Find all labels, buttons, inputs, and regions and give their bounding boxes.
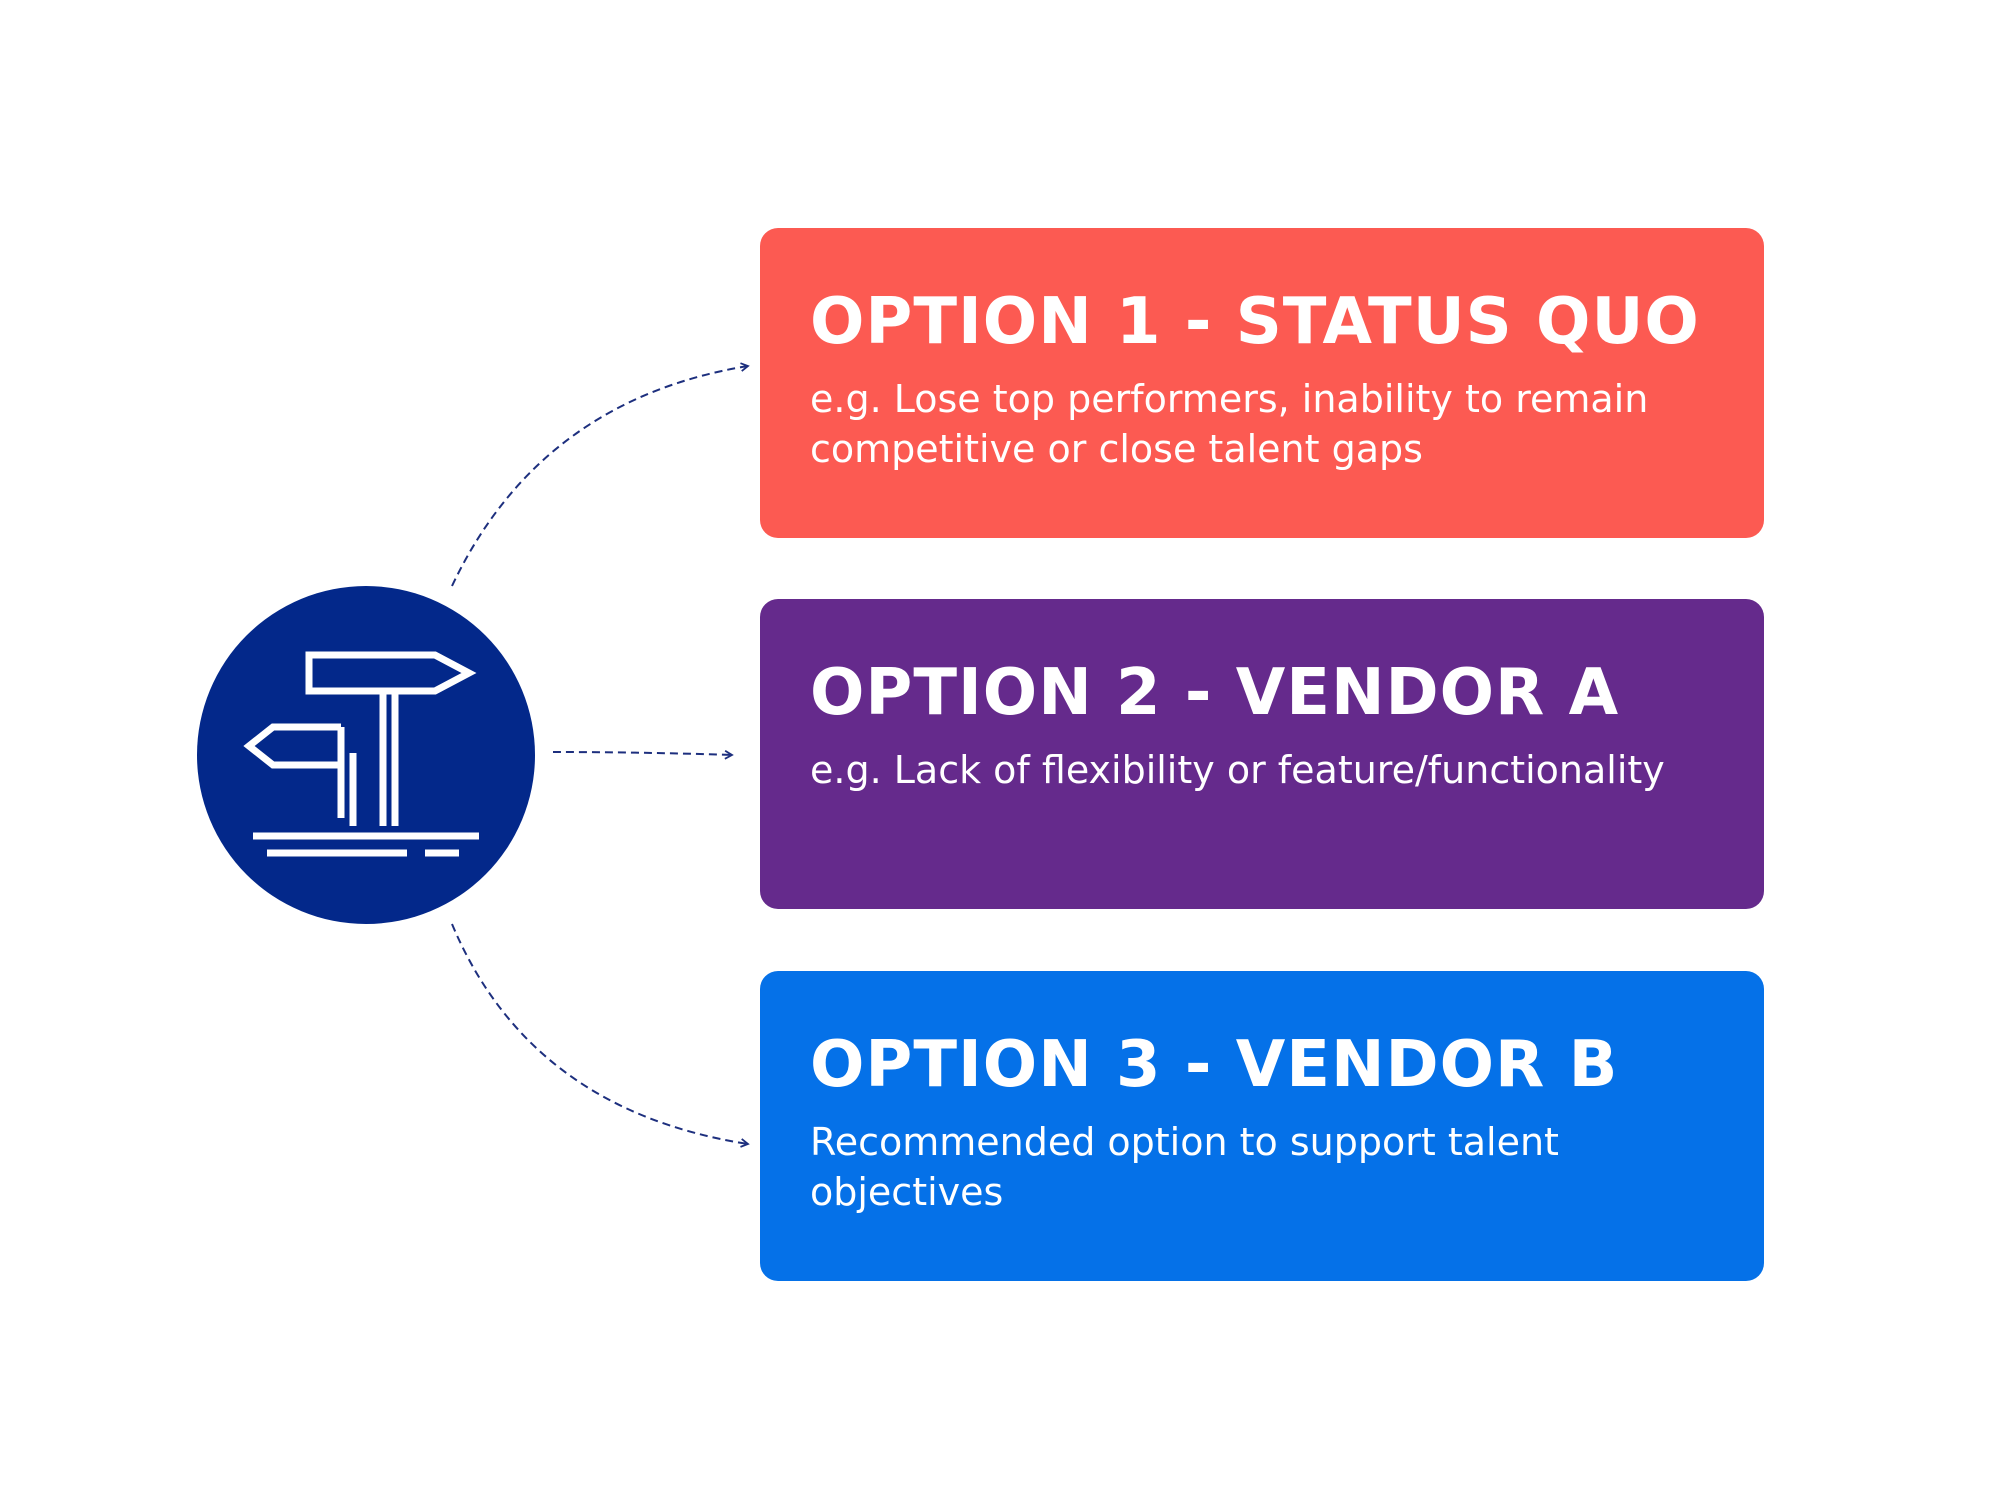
- option-description: e.g. Lack of flexibility or feature/func…: [810, 748, 1665, 792]
- option-title: OPTION 3 - VENDOR B: [810, 1028, 1619, 1102]
- connector-arrow-option-3: [451, 923, 750, 1148]
- option-title: OPTION 2 - VENDOR A: [810, 656, 1620, 730]
- option-card-vendor-b: OPTION 3 - VENDOR B Recommended option t…: [760, 971, 1764, 1281]
- option-card-status-quo: OPTION 1 - STATUS QUO e.g. Lose top perf…: [760, 228, 1764, 538]
- signpost-icon: [243, 651, 479, 857]
- connector-arrow-option-1: [451, 362, 750, 587]
- option-title: OPTION 1 - STATUS QUO: [810, 285, 1700, 359]
- option-description: Recommended option to support talent obj…: [810, 1120, 1559, 1214]
- option-card-vendor-a: OPTION 2 - VENDOR A e.g. Lack of flexibi…: [760, 599, 1764, 909]
- decision-hub-circle: [197, 586, 535, 924]
- option-description: e.g. Lose top performers, inability to r…: [810, 377, 1649, 471]
- connector-arrow-option-2: [552, 750, 734, 760]
